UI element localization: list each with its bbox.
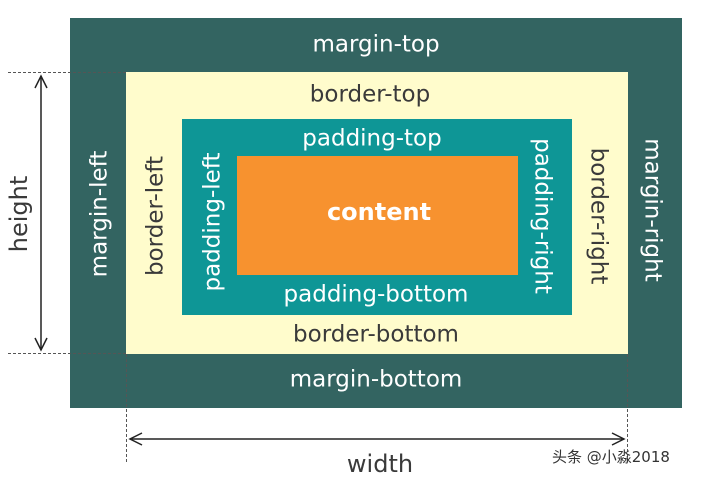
height-arrow-bottom-head <box>34 337 48 352</box>
margin-top-label: margin-top <box>312 31 440 58</box>
content-box <box>237 156 518 275</box>
padding-top-label: padding-top <box>302 125 442 152</box>
border-top-label: border-top <box>309 81 431 108</box>
width-left-guide <box>126 354 127 462</box>
margin-bottom-label: margin-bottom <box>289 366 463 393</box>
height-label: height <box>5 175 33 253</box>
watermark: 头条 @小淼2018 <box>552 448 670 466</box>
width-arrow-left-head <box>128 432 143 446</box>
width-label: width <box>346 450 414 478</box>
content-label: content <box>326 198 432 226</box>
height-bottom-guide <box>8 353 126 354</box>
padding-bottom-label: padding-bottom <box>283 281 469 308</box>
width-right-guide <box>627 354 628 462</box>
height-top-guide <box>8 72 126 73</box>
border-bottom-label: border-bottom <box>293 321 459 348</box>
height-arrow-top-head <box>34 74 48 89</box>
width-arrow-right-head <box>611 432 626 446</box>
